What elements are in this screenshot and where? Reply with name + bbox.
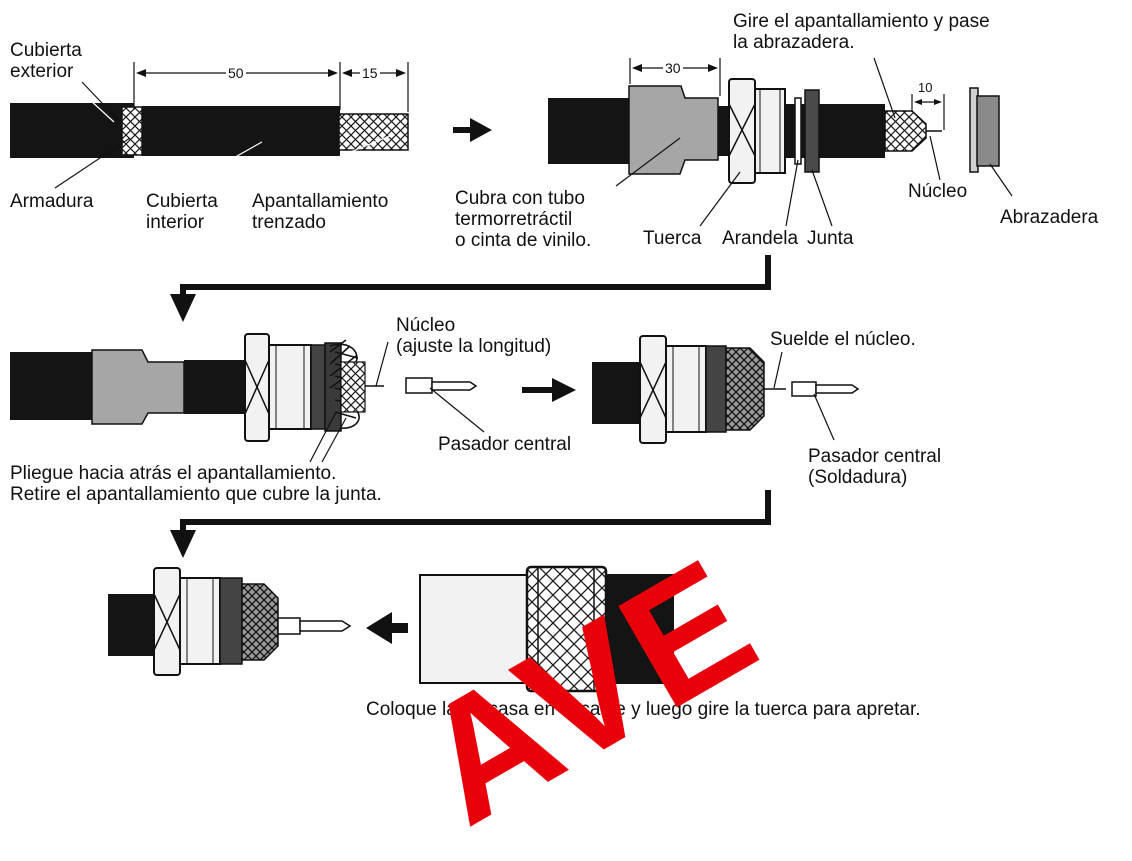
braided-shield <box>338 113 409 151</box>
label-pasador-central-2: Pasador central (Soldadura) <box>808 446 942 488</box>
arrow-right-icon-1 <box>453 118 492 142</box>
heat-shrink-tube <box>628 85 719 175</box>
label-cubra-tubo: Cubra con tubo termorretráctil o cinta d… <box>455 188 592 251</box>
outer-jacket <box>10 103 134 158</box>
center-pin-5 <box>277 617 352 635</box>
step1-stripped-cable <box>10 103 409 158</box>
nut-3 <box>244 333 312 442</box>
label-junta: Junta <box>807 228 854 249</box>
step3-assembly <box>10 333 478 442</box>
connector-shell <box>419 565 674 693</box>
gasket <box>804 89 820 173</box>
coax-connector-assembly-diagram <box>10 57 1013 693</box>
label-suelde-nucleo: Suelde el núcleo. <box>770 329 916 350</box>
label-coloque-carcasa: Coloque la carcasa en el cable y luego g… <box>366 699 921 720</box>
label-pliegue: Pliegue hacia atrás el apantallamiento. … <box>10 463 382 505</box>
inner-jacket <box>142 106 340 156</box>
label-arandela: Arandela <box>722 228 799 249</box>
step5-assembly <box>108 567 352 676</box>
dimension-15: 15 <box>360 65 380 81</box>
label-nucleo-ajuste: Núcleo (ajuste la longitud) <box>396 315 552 357</box>
step2-assembly <box>548 78 1000 184</box>
label-pasador-central-1: Pasador central <box>438 434 572 455</box>
dimension-30: 30 <box>663 60 683 76</box>
arrow-down-bend-icon-1 <box>170 255 771 322</box>
step2-dimensions <box>629 58 945 130</box>
arrow-down-bend-icon-2 <box>170 490 771 558</box>
arrow-right-icon-2 <box>522 378 576 402</box>
step1-leaders <box>54 81 391 191</box>
label-abrazadera: Abrazadera <box>1000 207 1099 228</box>
label-apantallamiento-trenzado: Apantallamiento trenzado <box>252 191 389 233</box>
dimension-50: 50 <box>226 65 246 81</box>
nut <box>728 78 786 184</box>
washer <box>794 97 802 165</box>
label-armadura: Armadura <box>10 191 94 212</box>
clamp <box>969 87 1000 173</box>
nut-5 <box>153 567 221 676</box>
arrow-left-icon <box>366 612 408 644</box>
step4-leaders <box>773 351 835 441</box>
armor <box>121 106 143 156</box>
step3-leaders <box>309 341 485 463</box>
center-pin-1 <box>405 377 478 394</box>
label-tuerca: Tuerca <box>643 228 702 249</box>
center-pin-2 <box>791 381 860 397</box>
nut-4 <box>639 335 707 444</box>
step4-assembly <box>592 335 860 444</box>
label-cubierta-exterior: Cubierta exterior <box>10 40 82 82</box>
clamp-cone-shield <box>884 110 927 152</box>
dimension-10: 10 <box>916 80 935 96</box>
label-nucleo-top: Núcleo <box>908 181 968 202</box>
step2-leaders <box>615 57 1013 227</box>
label-gire-apantallamiento: Gire el apantallamiento y pase la abraza… <box>733 11 990 53</box>
cable-jacket <box>548 98 644 164</box>
label-cubierta-interior: Cubierta interior <box>146 191 218 233</box>
